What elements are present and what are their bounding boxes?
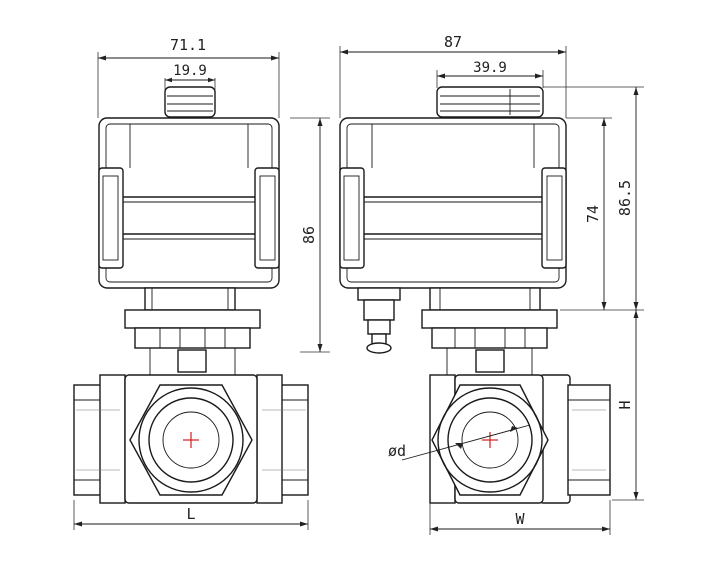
dim-left-width: 71.1: [97, 36, 280, 118]
dim-left-handle: 19.9: [164, 63, 216, 90]
dim-label-width: W: [515, 510, 525, 528]
dim-total-height: 86.5: [543, 86, 644, 310]
dim-label-length: L: [186, 505, 195, 523]
handle-knob-left: [164, 86, 216, 118]
dim-label-diameter: ød: [388, 442, 406, 460]
dim-label-actuator-height: 74: [584, 205, 602, 223]
dim-label-body-height: 86: [300, 226, 318, 244]
stem-bracket-left: [124, 287, 261, 375]
dim-label-total-height: 86.5: [616, 180, 634, 216]
dim-length: L: [73, 500, 309, 530]
actuator-housing-left: [98, 117, 280, 289]
handle-knob-right: [436, 86, 544, 118]
stem-bracket-right: [421, 287, 558, 375]
dim-label-left-handle: 19.9: [173, 63, 207, 79]
dim-port-height: H: [612, 309, 644, 501]
dim-label-right-width: 87: [444, 33, 462, 51]
dim-width: W: [429, 500, 611, 535]
valve-body-left: [73, 374, 309, 504]
dim-label-port-height: H: [616, 400, 634, 409]
cable-gland: [357, 287, 401, 354]
front-view: 71.1 19.9: [73, 36, 330, 530]
actuator-housing-right: [339, 117, 567, 289]
dim-right-handle: 39.9: [436, 60, 544, 88]
dim-label-left-width: 71.1: [170, 36, 206, 54]
dim-actuator-height: 74: [560, 117, 612, 311]
dim-label-right-handle: 39.9: [473, 60, 507, 76]
side-view: 87 39.9: [339, 33, 644, 535]
valve-body-right: [429, 374, 611, 504]
dim-right-width: 87: [339, 33, 567, 118]
dim-body-height: 86: [290, 117, 330, 353]
dim-diameter: ød: [388, 424, 531, 461]
